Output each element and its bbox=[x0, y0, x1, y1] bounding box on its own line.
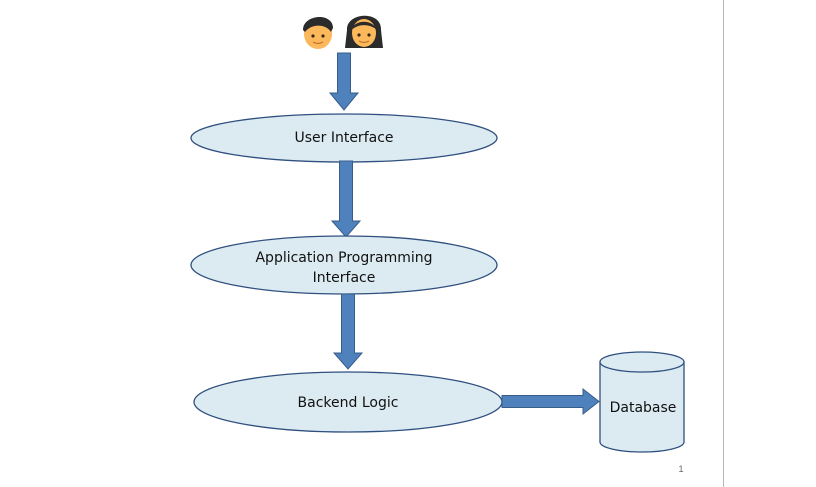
arrow-users-to-ui bbox=[328, 52, 360, 111]
database-top bbox=[599, 351, 685, 373]
arrow-api-to-backend bbox=[332, 293, 364, 370]
page-number: 1 bbox=[678, 464, 683, 474]
woman-icon bbox=[345, 15, 383, 48]
man-icon bbox=[303, 16, 333, 49]
backend-label: Backend Logic bbox=[298, 395, 399, 411]
node-database: Database bbox=[599, 351, 685, 453]
node-backend-logic: Backend Logic bbox=[193, 371, 503, 433]
users-group bbox=[303, 15, 383, 49]
database-body bbox=[599, 362, 685, 453]
node-user-interface: User Interface bbox=[190, 113, 498, 163]
api-label-line2: Interface bbox=[313, 270, 376, 286]
arrow-ui-to-api bbox=[330, 160, 362, 238]
ui-label: User Interface bbox=[294, 130, 393, 146]
database-label: Database bbox=[610, 400, 677, 416]
api-label-line1: Application Programming bbox=[255, 250, 432, 266]
arrow-backend-to-database bbox=[501, 387, 600, 416]
node-api: Application Programming Interface bbox=[190, 235, 498, 295]
